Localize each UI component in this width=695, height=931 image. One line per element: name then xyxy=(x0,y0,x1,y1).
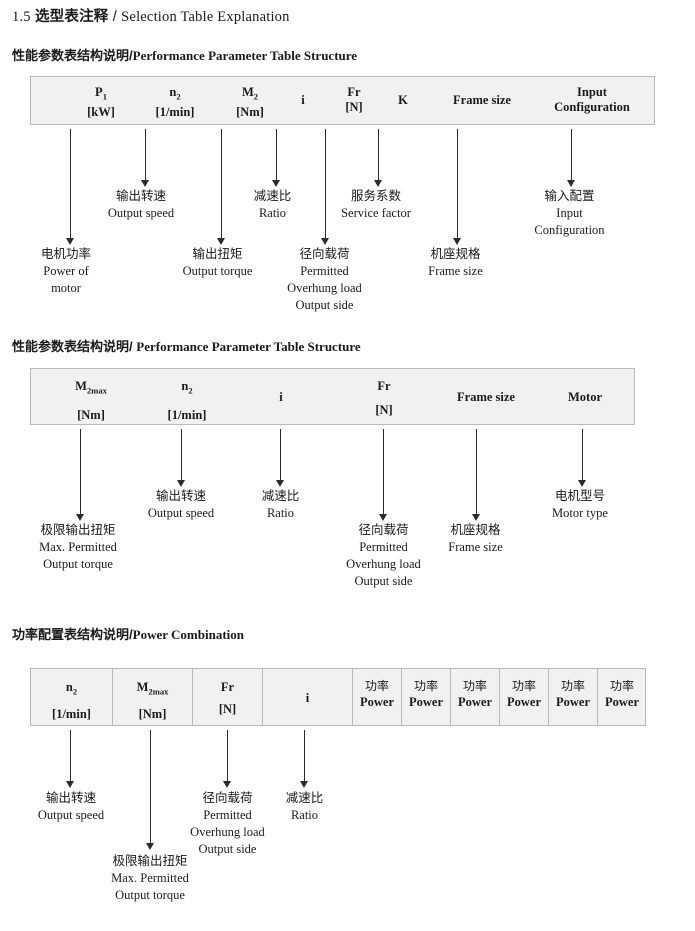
title-number: 1.5 xyxy=(12,9,31,25)
section-1-heading-separator: / xyxy=(129,48,133,63)
arrow-down-icon xyxy=(66,129,75,245)
table1-col-p1: P1 [kW] xyxy=(87,85,115,119)
annotation-output-speed: 输出转速 Output speed xyxy=(147,489,215,520)
table2-col-m2max: M2max [Nm] xyxy=(75,379,107,422)
performance-parameter-table-1: P1 [kW] n2 [1/min] M2 [Nm] i Fr [N] K Fr… xyxy=(30,76,655,125)
annotation-input-configuration: 输入配置 Input Configuration xyxy=(534,189,605,237)
table3-col-power-6: 功率 Power xyxy=(604,679,639,709)
arrow-down-icon xyxy=(578,429,587,487)
section-2-heading: 性能参数表结构说明/ Performance Parameter Table S… xyxy=(12,336,361,355)
table1-col-i: i xyxy=(301,93,305,107)
arrow-down-icon xyxy=(76,429,85,521)
annotation-ratio: 减速比 Ratio xyxy=(261,489,300,520)
table2-col-i: i xyxy=(279,390,283,404)
table2-col-motor: Motor xyxy=(567,390,602,404)
arrow-down-icon xyxy=(272,129,281,187)
annotation-ratio: 减速比 Ratio xyxy=(253,189,292,220)
section-2-heading-separator: / xyxy=(129,339,133,354)
section-2-heading-chinese: 性能参数表结构说明 xyxy=(12,339,130,354)
arrow-down-icon xyxy=(567,129,576,187)
annotation-output-speed: 输出转速 Output speed xyxy=(37,791,105,822)
table3-divider xyxy=(192,669,193,725)
table3-col-power-4: 功率 Power xyxy=(506,679,541,709)
table3-divider xyxy=(597,669,598,725)
table3-col-power-5: 功率 Power xyxy=(555,679,590,709)
annotation-frame-size: 机座规格 Frame size xyxy=(428,247,483,278)
table3-col-power-2: 功率 Power xyxy=(408,679,443,709)
table1-col-m2: M2 [Nm] xyxy=(236,85,264,119)
title-chinese: 选型表注释 xyxy=(34,9,109,25)
section-1-heading-english: Performance Parameter Table Structure xyxy=(132,48,358,63)
arrow-down-icon xyxy=(300,730,309,788)
annotation-max-permitted-output-torque: 极限输出扭矩 Max. Permitted Output torque xyxy=(111,854,189,902)
annotation-ratio: 减速比 Ratio xyxy=(285,791,324,822)
performance-parameter-table-2: M2max [Nm] n2 [1/min] i Fr [N] Frame siz… xyxy=(30,368,635,425)
table3-col-fr: Fr [N] xyxy=(218,680,237,716)
table3-divider xyxy=(548,669,549,725)
arrow-down-icon xyxy=(141,129,150,187)
arrow-down-icon xyxy=(276,429,285,487)
table3-divider xyxy=(262,669,263,725)
arrow-down-icon xyxy=(177,429,186,487)
table1-col-input-configuration: Input Configuration xyxy=(554,85,630,114)
table2-col-frame-size: Frame size xyxy=(457,390,515,404)
annotation-motor-type: 电机型号 Motor type xyxy=(552,489,608,520)
table1-col-fr: Fr [N] xyxy=(345,85,363,114)
arrow-down-icon xyxy=(223,730,232,788)
arrow-down-icon xyxy=(146,730,155,850)
annotation-power-of-motor: 电机功率 Power of motor xyxy=(40,247,91,295)
annotation-frame-size: 机座规格 Frame size xyxy=(448,523,503,554)
arrow-down-icon xyxy=(472,429,481,521)
section-3-heading-english: Power Combination xyxy=(132,627,244,642)
table3-col-i: i xyxy=(305,691,310,705)
table1-col-frame-size: Frame size xyxy=(453,93,511,107)
annotation-permitted-overhung-load: 径向载荷 Permitted Overhung load Output side xyxy=(190,791,265,856)
section-3-heading-separator: / xyxy=(129,627,133,642)
annotation-service-factor: 服务系数 Service factor xyxy=(341,189,411,220)
section-3-heading-chinese: 功率配置表结构说明 xyxy=(12,627,130,642)
arrow-down-icon xyxy=(66,730,75,788)
table3-col-m2max: M2max [Nm] xyxy=(136,680,169,721)
arrow-down-icon xyxy=(321,129,330,245)
table3-col-n2: n2 [1/min] xyxy=(52,680,91,721)
table2-col-n2: n2 [1/min] xyxy=(167,379,207,422)
table3-col-power-3: 功率 Power xyxy=(457,679,492,709)
annotation-output-speed: 输出转速 Output speed xyxy=(107,189,175,220)
table3-divider xyxy=(450,669,451,725)
section-1-heading-chinese: 性能参数表结构说明 xyxy=(12,48,130,63)
annotation-output-torque: 输出扭矩 Output torque xyxy=(182,247,253,278)
arrow-down-icon xyxy=(374,129,383,187)
arrow-down-icon xyxy=(379,429,388,521)
table3-divider xyxy=(401,669,402,725)
section-1-heading: 性能参数表结构说明/Performance Parameter Table St… xyxy=(12,45,357,64)
table1-col-k: K xyxy=(398,93,408,107)
table3-col-power-1: 功率 Power xyxy=(359,679,394,709)
title-separator: / xyxy=(112,9,117,25)
annotation-permitted-overhung-load: 径向载荷 Permitted Overhung load Output side xyxy=(346,523,421,588)
section-3-heading: 功率配置表结构说明/Power Combination xyxy=(12,624,244,643)
annotation-permitted-overhung-load: 径向载荷 Permitted Overhung load Output side xyxy=(287,247,362,312)
table3-divider xyxy=(112,669,113,725)
table1-col-n2: n2 [1/min] xyxy=(155,85,195,119)
table3-divider xyxy=(352,669,353,725)
page-title: 1.5 选型表注释 / Selection Table Explanation xyxy=(12,5,290,26)
arrow-down-icon xyxy=(217,129,226,245)
table3-divider xyxy=(499,669,500,725)
annotation-max-permitted-output-torque: 极限输出扭矩 Max. Permitted Output torque xyxy=(39,523,117,571)
table2-col-fr: Fr [N] xyxy=(375,379,393,417)
arrow-down-icon xyxy=(453,129,462,245)
title-english: Selection Table Explanation xyxy=(121,9,290,25)
section-2-heading-english: Performance Parameter Table Structure xyxy=(136,339,361,354)
power-combination-table: n2 [1/min] M2max [Nm] Fr [N] i 功率 Power … xyxy=(30,668,646,726)
